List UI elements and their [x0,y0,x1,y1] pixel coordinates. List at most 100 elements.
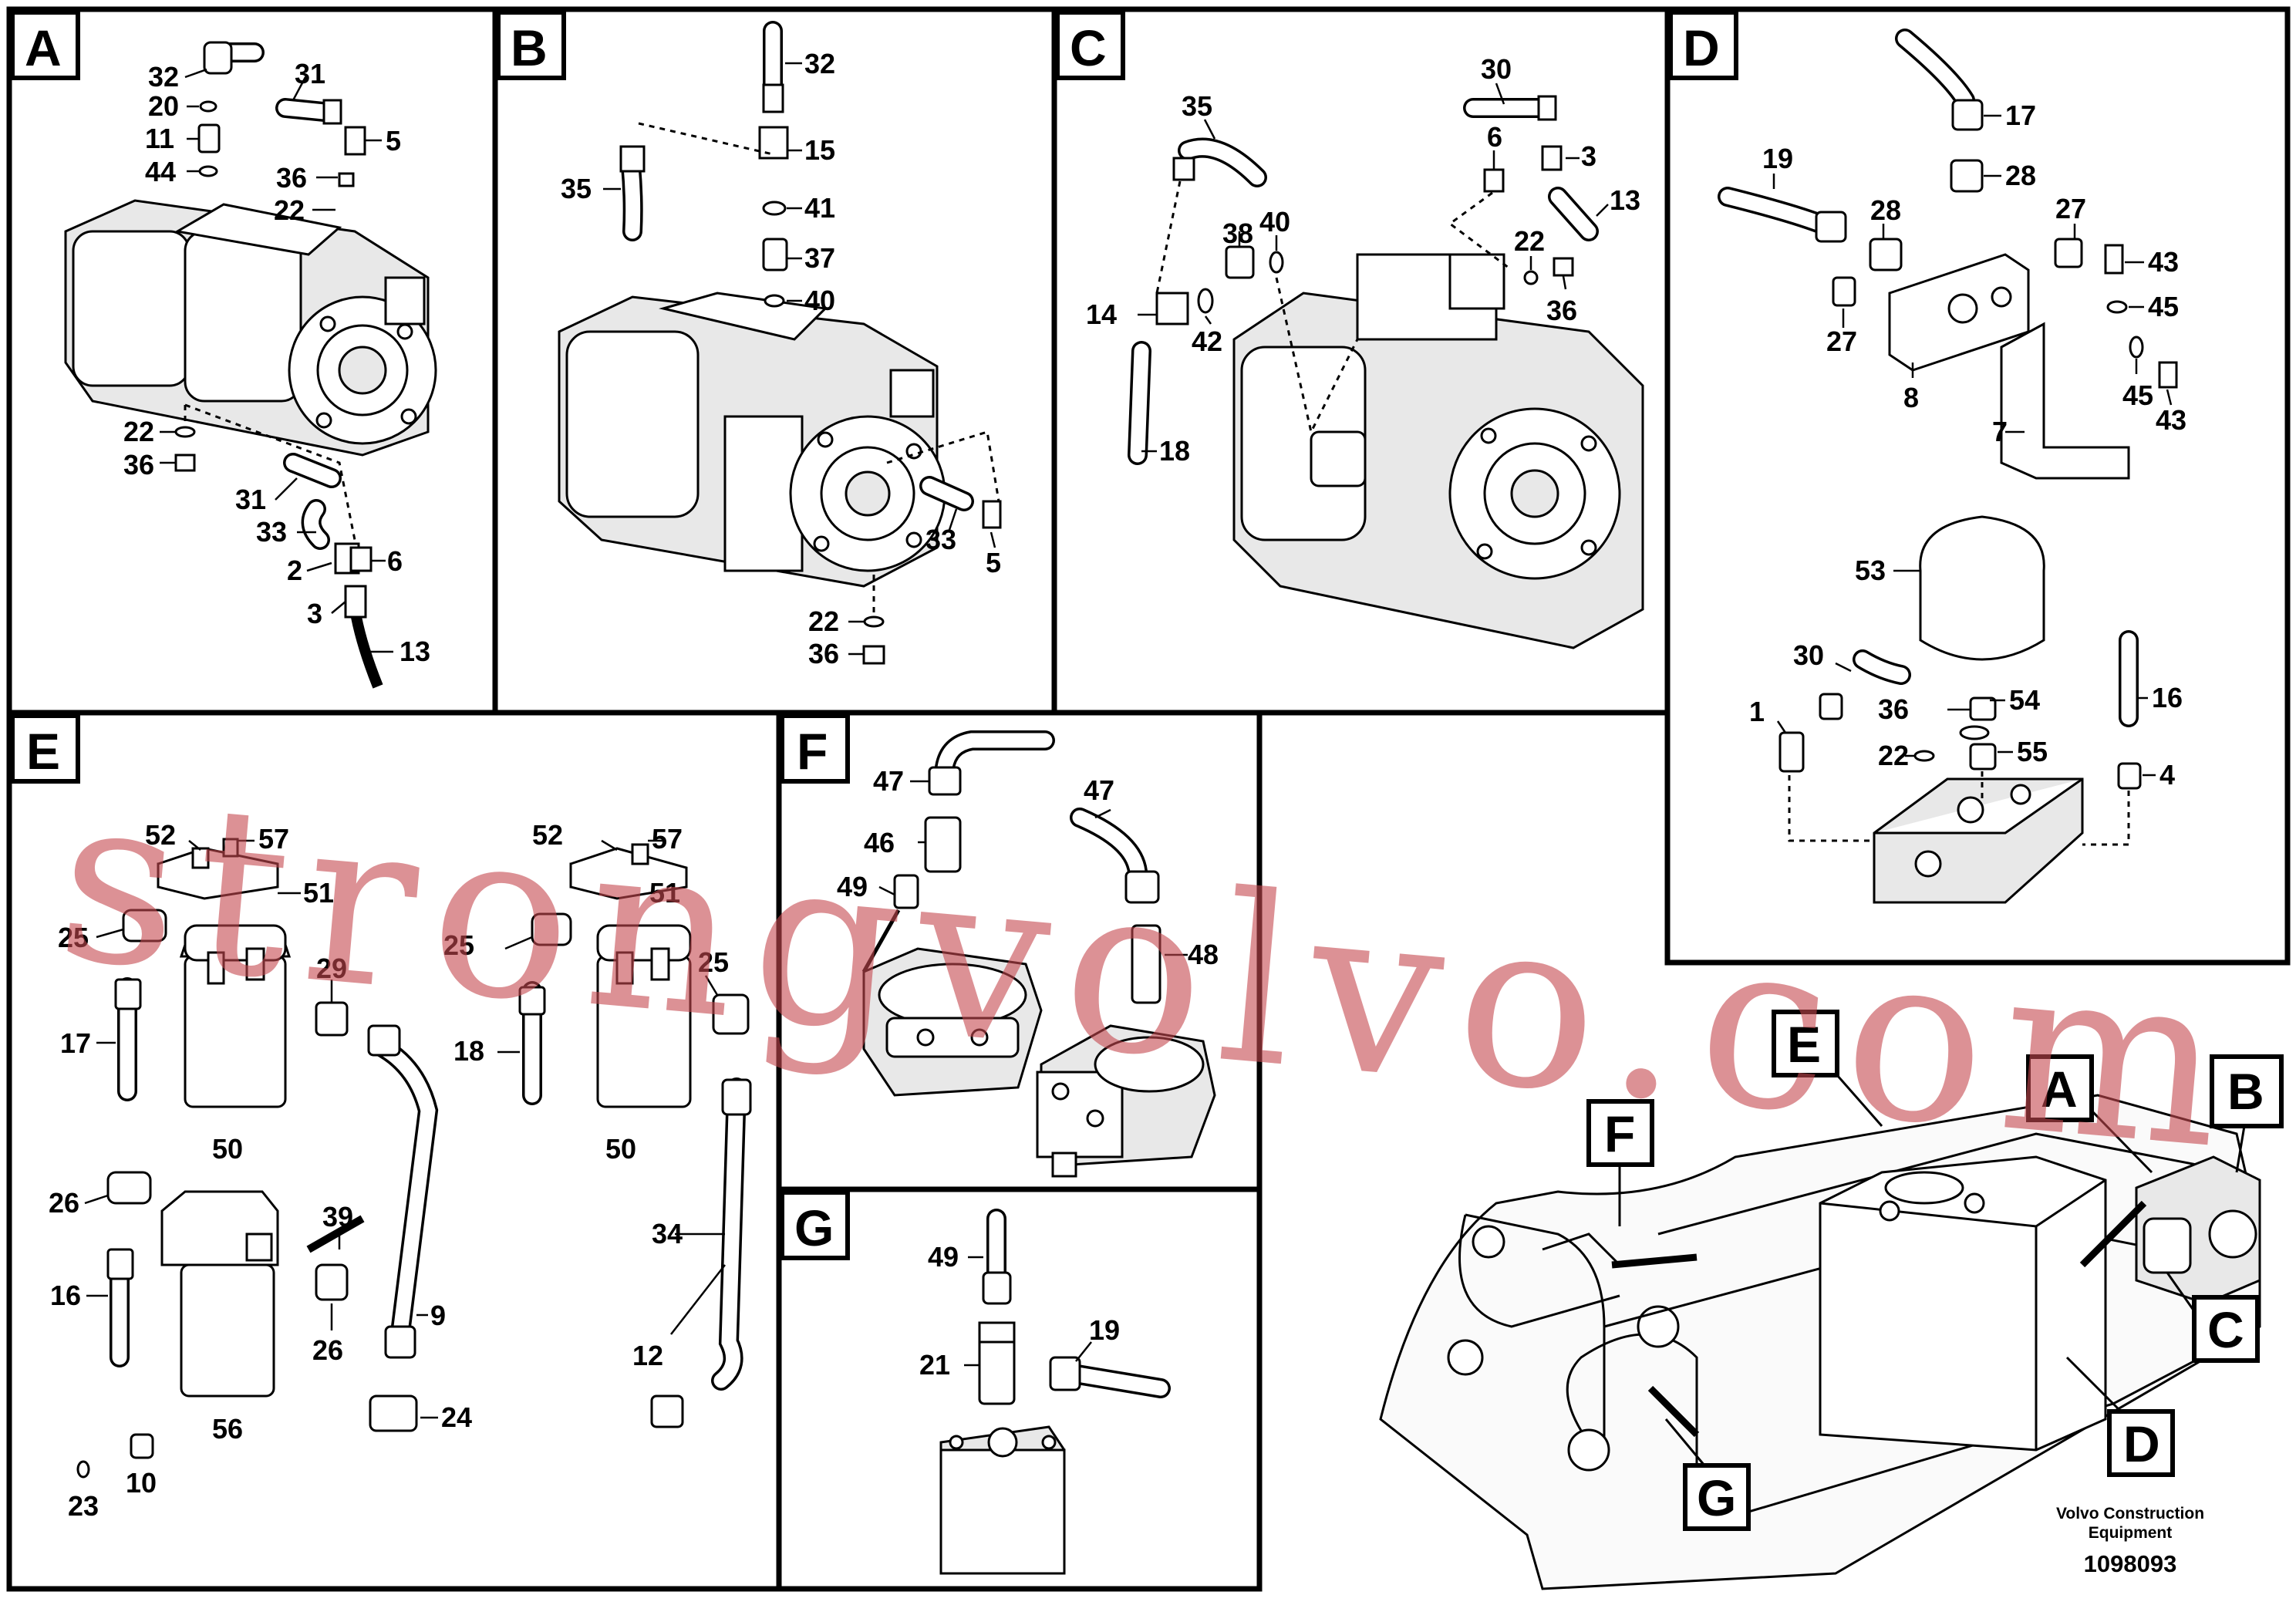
label-c-30: 30 [1481,53,1512,85]
pump-drawing-b [558,292,946,588]
label-a-5: 5 [386,125,401,157]
label-f-46: 46 [864,827,895,858]
label-b-22: 22 [808,605,839,637]
label-e-56: 56 [212,1413,243,1445]
overview-machine: E F A B C D G [1379,1010,2284,1590]
label-d-55: 55 [2017,736,2048,767]
label-c-36: 36 [1546,295,1577,326]
label-a-22: 22 [274,194,305,226]
overview-callout-d: D [2123,1415,2160,1472]
label-e-25c: 25 [698,946,729,978]
panel-c: C 30 [1055,10,1644,649]
label-e-50b: 50 [605,1133,636,1165]
label-e-50: 50 [212,1133,243,1165]
company-name-line1: Volvo Construction [2056,1505,2204,1523]
label-d-45b: 45 [2122,379,2153,411]
label-g-21: 21 [919,1349,950,1381]
label-c-18: 18 [1159,435,1190,467]
panel-g: G 49 19 21 [780,1190,1171,1575]
label-d-17: 17 [2005,99,2036,131]
label-c-6: 6 [1487,121,1502,153]
label-b-37: 37 [804,242,835,274]
label-d-43b: 43 [2156,404,2186,436]
label-d-30: 30 [1793,639,1824,671]
overview-callout-a: A [2041,1061,2078,1118]
label-a-36b: 36 [123,449,154,481]
label-c-22: 22 [1514,225,1545,257]
label-d-16: 16 [2152,682,2183,713]
label-a-32: 32 [148,61,179,93]
label-e-52b: 52 [532,819,563,851]
label-b-5: 5 [986,547,1001,578]
label-c-3: 3 [1581,140,1596,172]
label-g-19: 19 [1089,1314,1120,1346]
label-e-10: 10 [126,1467,157,1499]
label-e-26b: 26 [312,1334,343,1366]
overview-callout-c: C [2207,1301,2244,1358]
label-c-38: 38 [1222,218,1253,249]
label-e-9: 9 [430,1300,446,1331]
label-e-23: 23 [68,1490,99,1522]
label-a-3: 3 [307,598,322,629]
label-e-57b: 57 [652,823,683,855]
label-d-45: 45 [2148,291,2179,322]
label-c-40: 40 [1259,206,1290,238]
label-c-13: 13 [1610,184,1640,216]
label-f-48: 48 [1188,939,1219,970]
label-a-31: 31 [295,58,325,89]
label-d-22: 22 [1878,740,1909,771]
label-d-43: 43 [2148,246,2179,278]
label-d-53: 53 [1855,555,1886,586]
label-e-12: 12 [632,1340,663,1371]
label-e-52: 52 [145,819,176,851]
panel-letter-g: G [794,1199,834,1256]
label-b-15: 15 [804,134,835,166]
label-d-27b: 27 [1826,325,1857,357]
label-a-11: 11 [145,123,174,154]
label-e-57: 57 [258,823,289,855]
overview-callout-b: B [2227,1063,2264,1120]
overview-callout-g: G [1697,1469,1736,1526]
panel-a: A [10,10,437,689]
label-d-7: 7 [1992,416,2008,447]
label-a-33: 33 [256,516,287,548]
label-b-35: 35 [561,173,592,204]
label-d-19: 19 [1762,143,1793,174]
label-e-16: 16 [50,1280,81,1311]
label-d-54: 54 [2009,684,2040,716]
footer: Volvo Construction Equipment 1098093 [2056,1505,2204,1577]
label-a-31b: 31 [235,484,266,515]
panel-letter-e: E [26,723,60,780]
label-d-36: 36 [1878,693,1909,725]
overview-callout-f: F [1604,1105,1635,1162]
label-e-51: 51 [303,877,334,909]
label-a-6: 6 [387,545,403,577]
panel-d: D [1668,10,2186,904]
panel-letter-b: B [511,19,548,76]
label-e-51b: 51 [649,877,680,909]
panel-frames [6,6,2291,1592]
label-d-8: 8 [1903,382,1919,413]
panel-b: B 32 35 15 [496,10,1002,669]
label-b-41: 41 [804,192,835,224]
overview-callout-e: E [1787,1016,1821,1073]
label-a-13: 13 [400,636,430,667]
label-c-35: 35 [1182,90,1212,122]
label-a-22b: 22 [123,416,154,447]
label-c-42: 42 [1192,325,1222,357]
label-d-28b: 28 [2005,160,2036,191]
panel-f: F 47 47 46 49 48 [780,713,1219,1178]
panel-e: E [10,713,752,1522]
label-d-28: 28 [1870,194,1901,226]
panel-letter-a: A [25,19,62,76]
label-d-27: 27 [2055,193,2086,224]
label-f-47b: 47 [1084,774,1114,806]
panel-letter-c: C [1070,19,1107,76]
label-e-17: 17 [60,1027,91,1059]
label-e-34: 34 [652,1218,683,1249]
pump-drawing-a [64,199,437,457]
label-d-1: 1 [1749,696,1765,727]
company-name-line2: Equipment [2089,1524,2173,1542]
label-b-40: 40 [804,285,835,316]
pump-drawing-c [1232,253,1644,649]
